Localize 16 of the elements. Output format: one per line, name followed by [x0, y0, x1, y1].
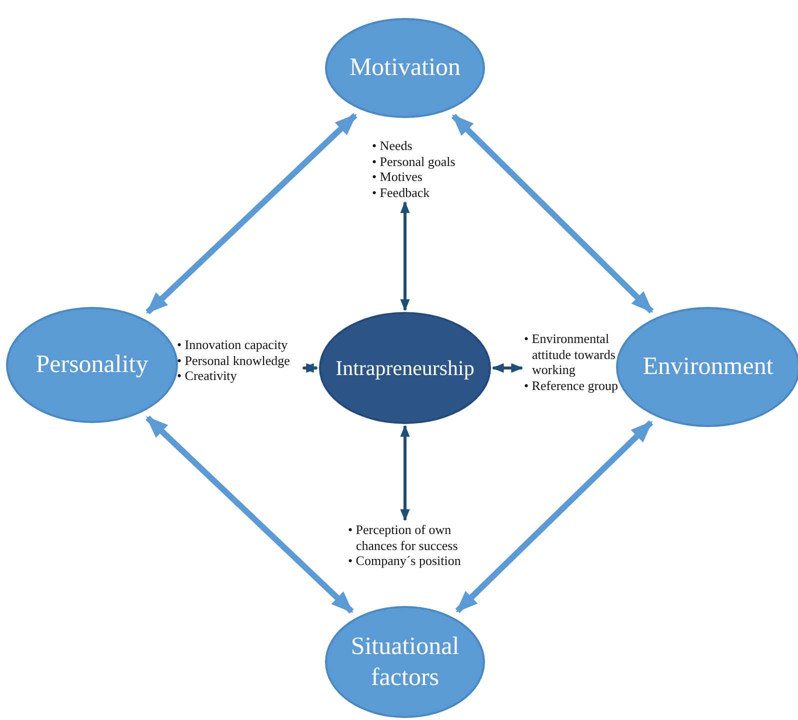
- ellipse-node: Situational factors: [325, 606, 485, 718]
- double-arrow: [302, 363, 318, 373]
- ellipse-node: Motivation: [325, 18, 485, 118]
- bullet-list: • Needs • Personal goals • Motives • Feedback: [372, 138, 482, 200]
- double-arrow: [146, 416, 354, 614]
- double-arrow: [400, 424, 410, 522]
- double-arrow: [451, 114, 654, 314]
- double-arrow: [146, 113, 358, 314]
- ellipse-node: Intrapreneurship: [319, 312, 491, 424]
- ellipse-node: Environment: [616, 307, 798, 427]
- double-arrow: [455, 420, 654, 614]
- ellipse-node: Personality: [6, 307, 178, 423]
- double-arrow: [492, 363, 524, 373]
- double-arrow: [400, 201, 410, 312]
- bullet-list: • Perception of own chances for success • Company´s position: [348, 522, 488, 569]
- bullet-list: • Innovation capacity • Personal knowledge • Creativity: [177, 337, 301, 384]
